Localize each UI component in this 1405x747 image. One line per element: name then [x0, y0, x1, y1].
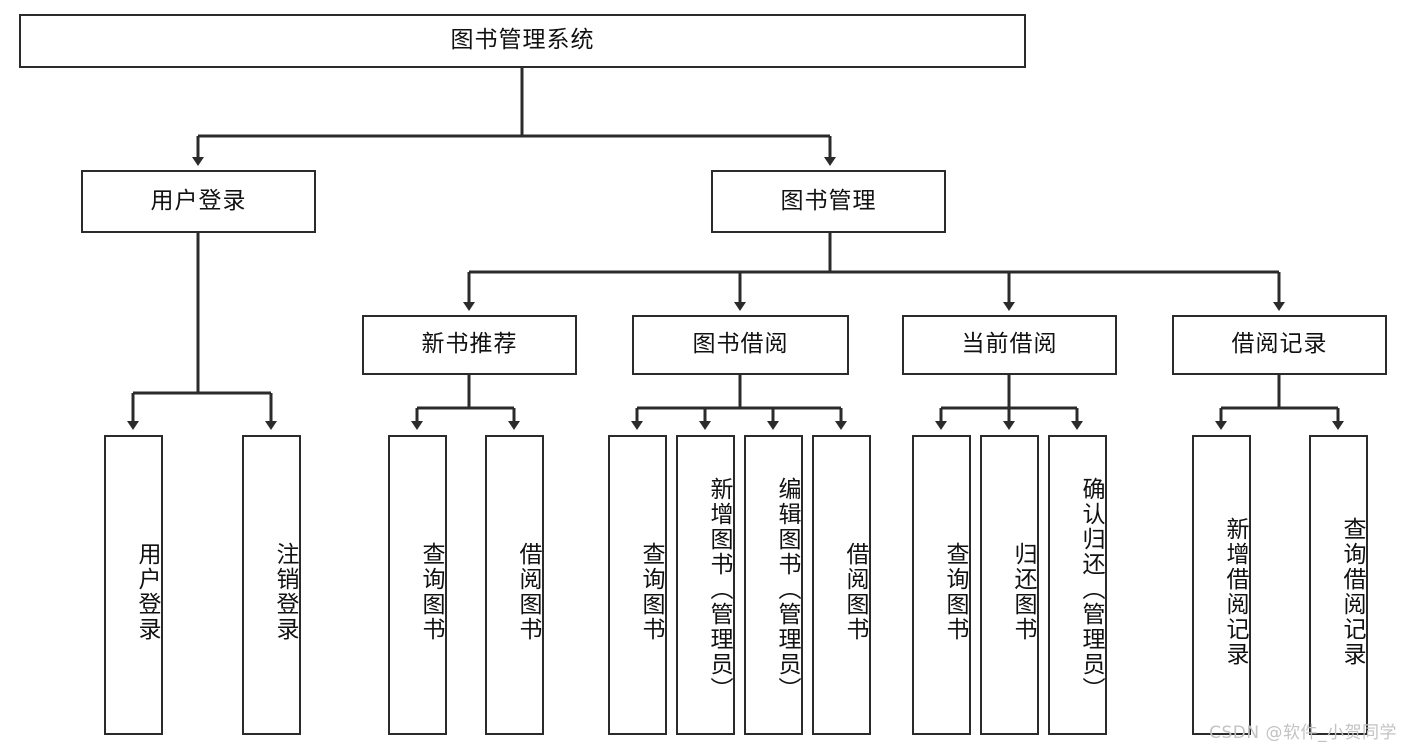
node-label: 注销登录: [272, 542, 298, 642]
leaf-recommend-borrow-book[interactable]: 借阅图书: [485, 435, 544, 735]
node-label: 新增借阅记录: [1222, 517, 1248, 667]
node-label: 确认归还（管理员）: [1078, 476, 1104, 702]
leaf-current-query-book[interactable]: 查询图书: [912, 435, 971, 735]
leaf-current-return-book[interactable]: 归还图书: [980, 435, 1039, 735]
node-label: 编辑图书（管理员）: [774, 476, 800, 702]
leaf-borrow-add-book-admin[interactable]: 新增图书（管理员）: [676, 435, 735, 735]
node-label: 用户登录: [134, 542, 160, 642]
node-label: 新书推荐: [421, 331, 518, 358]
leaf-recommend-query-book[interactable]: 查询图书: [388, 435, 447, 735]
node-label: 查询图书: [418, 542, 444, 642]
node-label: 新增图书（管理员）: [706, 476, 732, 702]
node-label: 图书管理系统: [450, 27, 595, 54]
node-book-borrow[interactable]: 图书借阅: [632, 315, 849, 375]
leaf-borrow-borrow-book[interactable]: 借阅图书: [812, 435, 871, 735]
node-label: 借阅图书: [515, 542, 541, 642]
node-label: 查询图书: [638, 542, 664, 642]
node-label: 用户登录: [150, 187, 247, 214]
node-label: 借阅图书: [842, 542, 868, 642]
node-current-borrow[interactable]: 当前借阅: [902, 315, 1117, 375]
node-label: 图书借阅: [692, 331, 789, 358]
leaf-record-query-borrow-record[interactable]: 查询借阅记录: [1309, 435, 1368, 735]
node-label: 查询图书: [942, 542, 968, 642]
node-borrow-record[interactable]: 借阅记录: [1172, 315, 1387, 375]
node-new-book-recommend[interactable]: 新书推荐: [362, 315, 577, 375]
node-book-management[interactable]: 图书管理: [711, 170, 946, 233]
leaf-user-logout[interactable]: 注销登录: [242, 435, 301, 735]
leaf-user-login[interactable]: 用户登录: [104, 435, 163, 735]
node-label: 当前借阅: [961, 331, 1058, 358]
node-user-login[interactable]: 用户登录: [81, 170, 316, 233]
leaf-borrow-query-book[interactable]: 查询图书: [608, 435, 667, 735]
node-label: 图书管理: [780, 187, 877, 214]
leaf-record-add-borrow-record[interactable]: 新增借阅记录: [1192, 435, 1251, 735]
node-label: 借阅记录: [1231, 331, 1328, 358]
node-root-system[interactable]: 图书管理系统: [19, 14, 1026, 68]
csdn-watermark: CSDN @软件_小贺同学: [1209, 723, 1397, 743]
node-label: 查询借阅记录: [1339, 517, 1365, 667]
node-label: 归还图书: [1010, 542, 1036, 642]
leaf-current-confirm-return-admin[interactable]: 确认归还（管理员）: [1048, 435, 1107, 735]
leaf-borrow-edit-book-admin[interactable]: 编辑图书（管理员）: [744, 435, 803, 735]
